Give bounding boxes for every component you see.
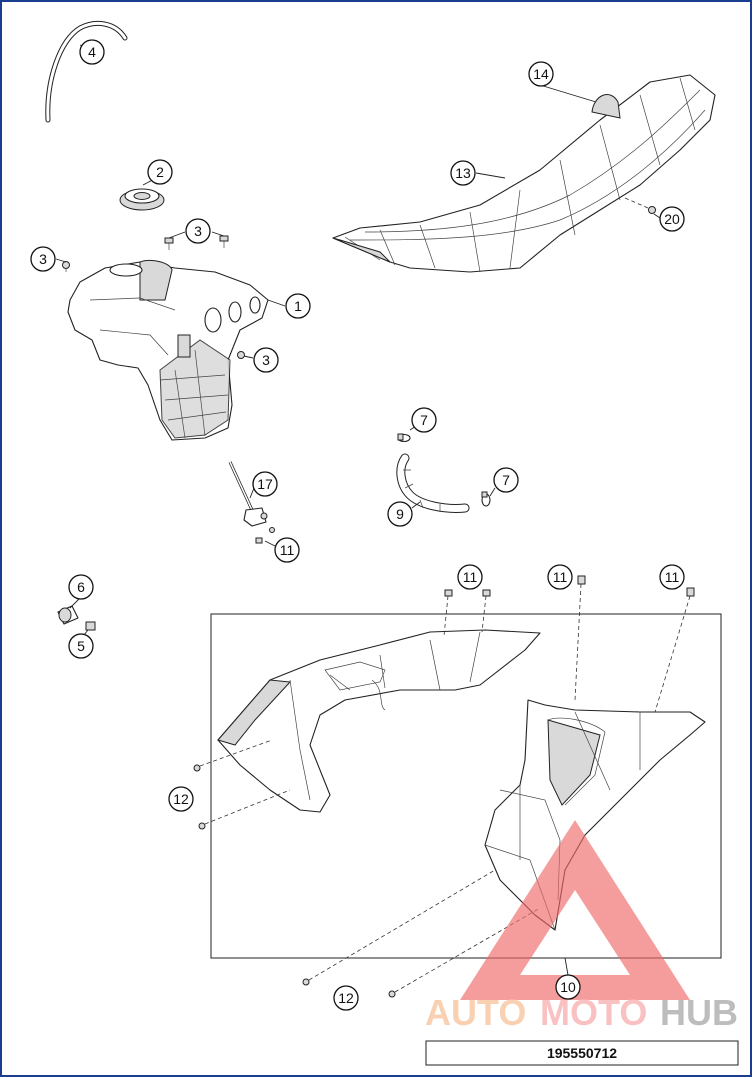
- callout-10: 10: [555, 974, 581, 1000]
- callout-4: 4: [79, 39, 105, 65]
- callout-20: 20: [659, 206, 685, 232]
- part-side-cover-left: [217, 629, 541, 813]
- callout-12-bottom-label: 12: [338, 990, 354, 1006]
- callout-14-label: 14: [533, 66, 549, 82]
- part-hose-4: [45, 20, 128, 123]
- callout-2: 2: [147, 159, 173, 185]
- callout-12-left-label: 12: [173, 791, 189, 807]
- callout-11-mid: 11: [547, 564, 573, 590]
- callout-5-label: 5: [77, 638, 85, 654]
- callout-11-right: 11: [659, 564, 685, 590]
- callout-11-right-label: 11: [665, 569, 680, 585]
- watermark-logo: AUTO MOTO HUB: [425, 820, 738, 1033]
- callout-1: 1: [285, 293, 311, 319]
- callout-3-right: 3: [253, 347, 279, 373]
- callout-9: 9: [387, 501, 413, 527]
- callout-7-right-label: 7: [502, 472, 510, 488]
- clamp-7-top: [397, 433, 411, 443]
- screw-20: [624, 197, 656, 214]
- callout-3-left: 3: [30, 246, 56, 272]
- callout-9-label: 9: [396, 506, 404, 522]
- callout-13-label: 13: [455, 165, 471, 181]
- callout-20-label: 20: [664, 211, 680, 227]
- callout-11-left-label: 11: [463, 569, 478, 585]
- part-bushing-6: [57, 605, 79, 625]
- callout-6: 6: [68, 574, 94, 600]
- callout-12-bottom: 12: [333, 985, 359, 1011]
- callout-13: 13: [450, 160, 476, 186]
- callout-10-label: 10: [560, 979, 576, 995]
- callout-17-label: 17: [257, 476, 273, 492]
- callout-14: 14: [528, 61, 554, 87]
- callout-17: 17: [252, 471, 278, 497]
- watermark-moto: MOTO: [540, 992, 647, 1033]
- screw-11-tap: [255, 537, 263, 544]
- callout-7-right: 7: [493, 467, 519, 493]
- callout-11-mid-label: 11: [553, 569, 568, 585]
- callout-7-top-label: 7: [420, 412, 428, 428]
- part-fuel-tank-1: [67, 259, 269, 441]
- screws-11-left-cover: [443, 589, 491, 637]
- part-nut-5: [85, 621, 96, 631]
- part-fuel-tap-17: [228, 461, 275, 533]
- part-seat-bump-14: [591, 94, 621, 119]
- callout-2-label: 2: [156, 164, 164, 180]
- callout-1-label: 1: [294, 298, 302, 314]
- part-side-cover-right: [484, 699, 706, 931]
- callout-3-right-label: 3: [262, 352, 270, 368]
- callout-11-left: 11: [457, 564, 483, 590]
- screw-3-right: [237, 351, 245, 359]
- watermark-auto: AUTO: [425, 992, 526, 1033]
- part-fuel-pump-2: [119, 188, 165, 211]
- screws-12-left-cover: [193, 739, 291, 830]
- callout-7-top: 7: [411, 407, 437, 433]
- part-seat-13: [332, 74, 716, 273]
- screws-12-right-cover: [302, 869, 541, 998]
- drawing-number-box: 195550712: [425, 1040, 739, 1066]
- clamp-7-right: [481, 491, 491, 507]
- screws-11-right-cover: [574, 575, 695, 713]
- callout-5: 5: [68, 633, 94, 659]
- watermark-triangle: [460, 820, 690, 1000]
- callout-6-label: 6: [77, 579, 85, 595]
- callout-3-left-label: 3: [39, 251, 47, 267]
- callout-3-top: 3: [185, 218, 211, 244]
- callout-12-left: 12: [168, 786, 194, 812]
- screw-3-left: [62, 261, 70, 272]
- callout-3-top-label: 3: [194, 223, 202, 239]
- part-hose-9: [396, 453, 470, 513]
- side-cover-group-box: [210, 613, 722, 959]
- drawing-number: 195550712: [547, 1045, 617, 1061]
- callout-11-tap: 11: [274, 537, 300, 563]
- callout-11-tap-label: 11: [280, 542, 295, 558]
- watermark-hub: HUB: [660, 992, 738, 1033]
- callout-4-label: 4: [88, 44, 96, 60]
